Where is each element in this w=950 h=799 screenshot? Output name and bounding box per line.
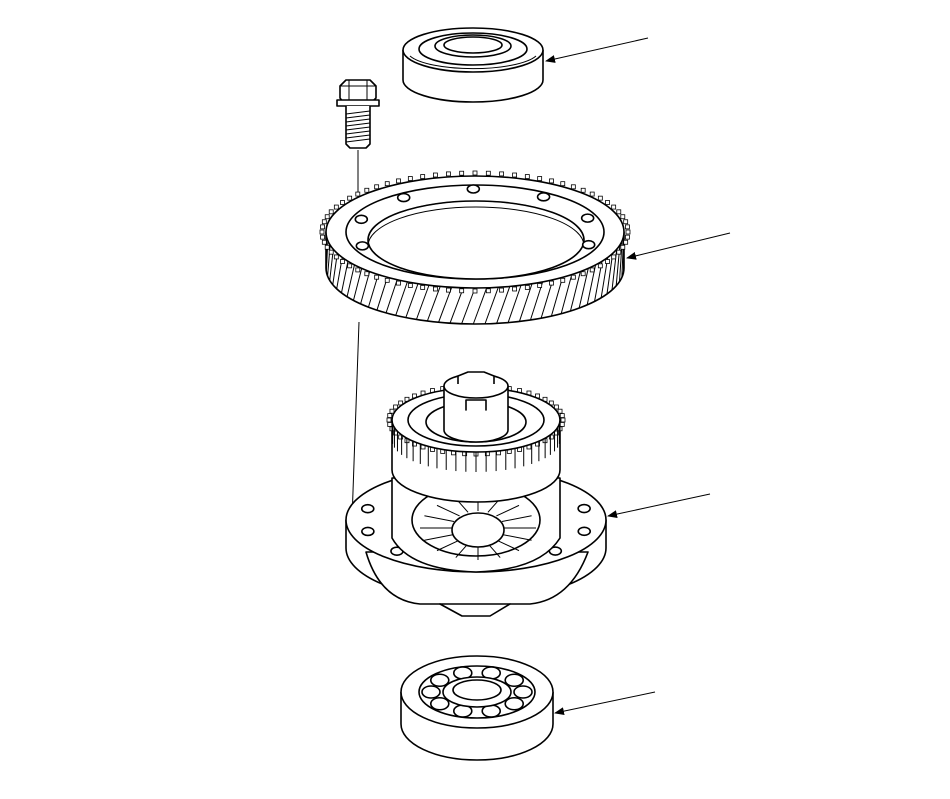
callout-upper-bearing	[545, 37, 649, 63]
callout-final-driven-gear	[626, 232, 731, 260]
bolt-holes	[354, 184, 596, 251]
bolt-threads	[345, 110, 371, 143]
flange-bolt-icon	[336, 79, 380, 149]
upper-bearing-icon	[402, 27, 544, 103]
callout-leaders	[545, 37, 731, 716]
callout-lower-bearing	[554, 691, 656, 716]
bearing-balls	[421, 666, 533, 718]
gear-rim-teeth	[319, 170, 631, 294]
differential-carrier-icon	[345, 371, 607, 617]
callout-differential-carrier	[607, 493, 711, 519]
pinion-gear-teeth	[420, 496, 536, 560]
lower-bearing-icon	[400, 655, 554, 761]
final-driven-gear-icon	[319, 170, 631, 325]
